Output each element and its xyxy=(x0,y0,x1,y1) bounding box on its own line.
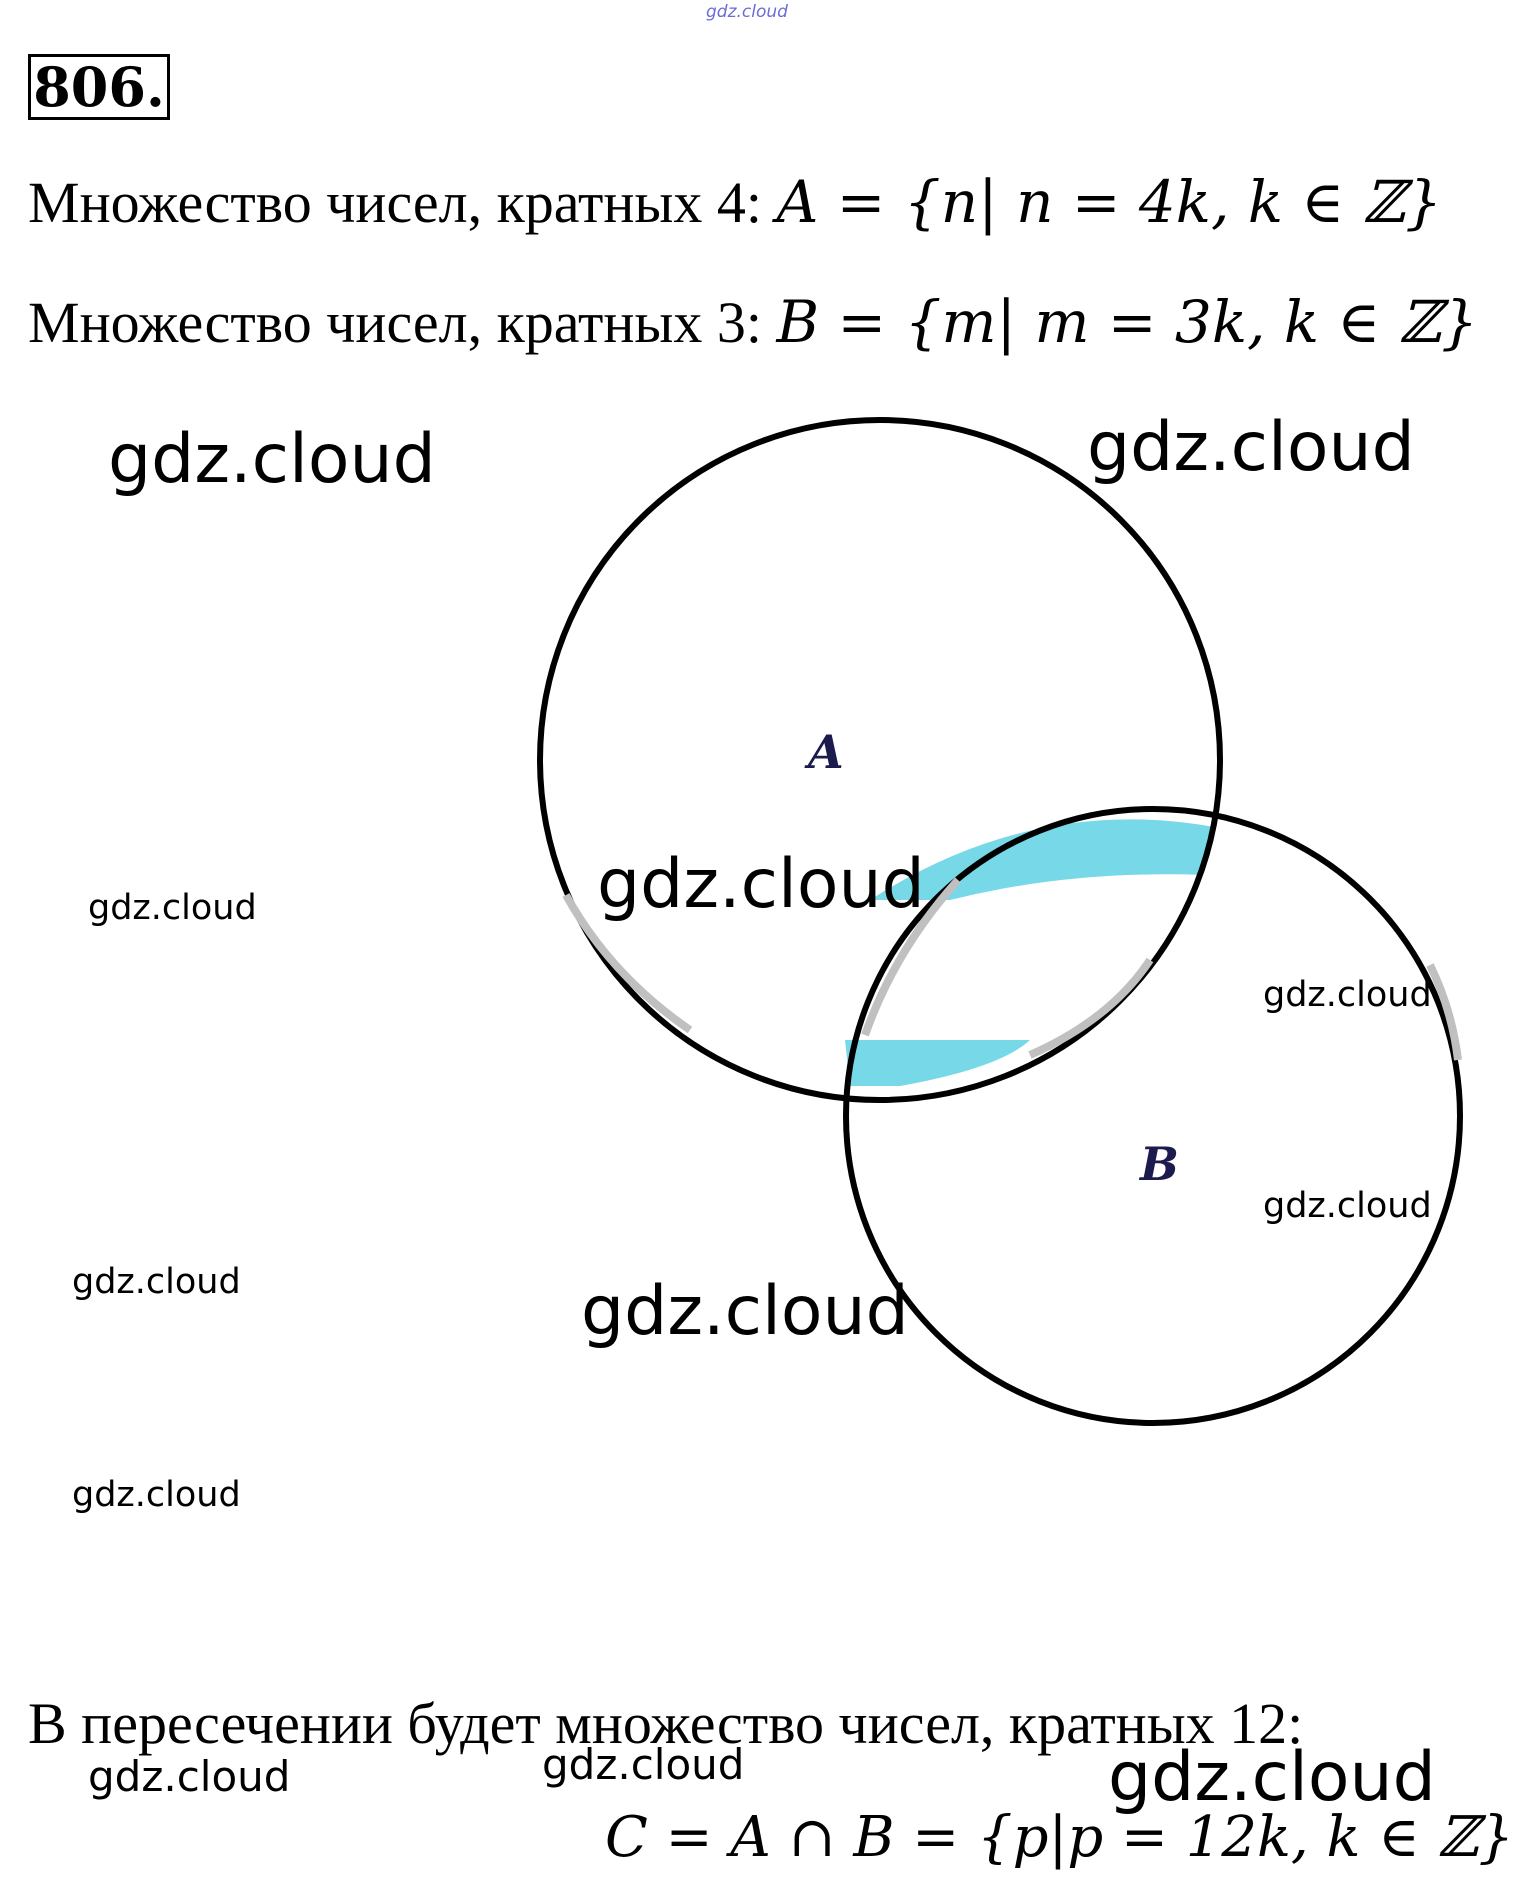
circle-b xyxy=(843,806,1463,1426)
circle-b-gap-left xyxy=(861,877,961,1037)
definition-a-text: Множество чисел, кратных 4: xyxy=(28,170,777,235)
problem-number: 806. xyxy=(28,54,170,120)
circle-a-gap-left xyxy=(562,893,693,1034)
circle-a xyxy=(537,417,1223,1103)
watermark: gdz.cloud xyxy=(581,1272,909,1351)
definition-set-a: Множество чисел, кратных 4: A = {n| n = … xyxy=(28,168,1442,236)
set-b-label: B xyxy=(1138,1137,1179,1191)
circle-b-gap-right xyxy=(1426,963,1462,1061)
watermark: gdz.cloud xyxy=(542,1740,745,1789)
intersection-lower-band xyxy=(845,1040,1030,1086)
intersection-formula: C = A ∩ B = {p|p = 12k, k ∈ ℤ} xyxy=(605,1805,1514,1870)
watermark: gdz.cloud xyxy=(1263,1186,1432,1226)
definition-b-formula: B = {m| m = 3k, k ∈ ℤ} xyxy=(776,288,1479,356)
watermark: gdz.cloud xyxy=(1263,975,1432,1015)
watermark: gdz.cloud xyxy=(1108,1738,1436,1817)
watermark: gdz.cloud xyxy=(108,420,436,499)
top-watermark: gdz.cloud xyxy=(706,2,788,22)
watermark: gdz.cloud xyxy=(72,1262,241,1302)
watermark: gdz.cloud xyxy=(1087,408,1415,487)
watermark: gdz.cloud xyxy=(597,845,925,924)
watermark: gdz.cloud xyxy=(88,888,257,928)
set-a-label: A xyxy=(804,725,844,779)
definition-set-b: Множество чисел, кратных 3: B = {m| m = … xyxy=(28,288,1478,356)
watermark: gdz.cloud xyxy=(72,1475,241,1515)
definition-b-text: Множество чисел, кратных 3: xyxy=(28,290,777,355)
definition-a-formula: A = {n| n = 4k, k ∈ ℤ} xyxy=(776,168,1443,236)
intersection-statement: В пересечении будет множество чисел, кра… xyxy=(28,1691,1304,1756)
watermark: gdz.cloud xyxy=(88,1752,291,1801)
circle-a-gap-right xyxy=(1028,957,1154,1059)
